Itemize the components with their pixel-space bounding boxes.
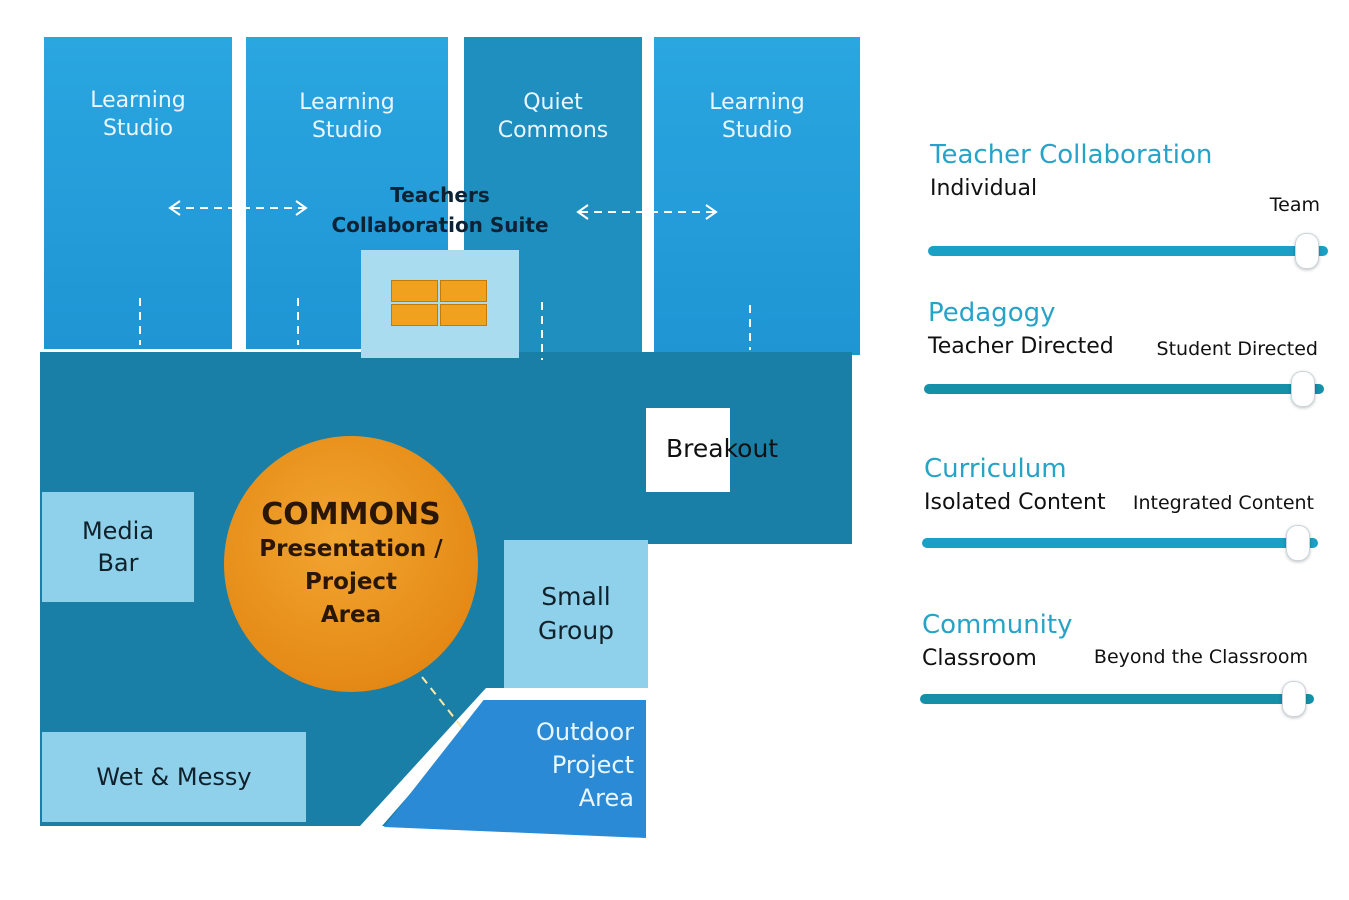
outdoor-label: Outdoor Project Area <box>536 718 634 812</box>
legend-left-label: Individual <box>930 176 1038 201</box>
legend-slider-track <box>924 384 1324 394</box>
legend-slider-knob <box>1282 681 1306 717</box>
legend-title: Pedagogy <box>928 298 1056 328</box>
learning-studio-4-label: Learning Studio <box>709 90 805 143</box>
legend-pedagogy: Pedagogy Teacher Directed Student Direct… <box>900 298 1340 428</box>
legend-left-label: Teacher Directed <box>928 334 1114 359</box>
commons-presentation-area: COMMONS Presentation / Project Area <box>224 436 478 692</box>
learning-studio-2-label: Learning Studio <box>299 90 395 143</box>
commons-title: COMMONS <box>261 496 441 532</box>
legend-title: Curriculum <box>924 454 1067 484</box>
legend-community: Community Classroom Beyond the Classroom <box>900 610 1340 740</box>
legend-right-label: Student Directed <box>1156 338 1318 360</box>
legend-slider-knob <box>1295 233 1319 269</box>
learning-studio-1-label: Learning Studio <box>90 88 186 141</box>
legend-slider-knob <box>1291 371 1315 407</box>
floor-plan-lines <box>391 204 589 763</box>
legend-right-label: Integrated Content <box>1132 492 1314 514</box>
media-bar: Media Bar <box>42 492 194 602</box>
quiet-commons-label: Quiet Commons <box>497 90 609 143</box>
teachers-collaboration-suite-label: Teachers Collaboration Suite <box>331 183 549 237</box>
legend-panel: Teacher Collaboration Individual Team Pe… <box>900 120 1340 740</box>
small-group: Small Group <box>504 540 648 688</box>
legend-teacher-collaboration: Teacher Collaboration Individual Team <box>900 140 1340 270</box>
legend-left-label: Classroom <box>922 646 1037 671</box>
legend-slider-track <box>922 538 1318 548</box>
legend-title: Teacher Collaboration <box>930 140 1213 170</box>
legend-left-label: Isolated Content <box>924 490 1106 515</box>
legend-curriculum: Curriculum Isolated Content Integrated C… <box>900 454 1340 584</box>
breakout-label: Breakout <box>666 434 779 463</box>
learning-studio-4: Learning Studio <box>654 37 860 355</box>
wet-and-messy: Wet & Messy <box>42 732 306 822</box>
table-icon <box>391 280 487 328</box>
legend-slider-track <box>928 246 1328 256</box>
learning-studio-1: Learning Studio <box>44 37 232 349</box>
teachers-collaboration-suite <box>361 250 519 358</box>
floor-plan: Learning Studio Learning Studio Quiet Co… <box>40 37 860 838</box>
legend-slider-track <box>920 694 1314 704</box>
breakout-room: Breakout <box>646 408 778 492</box>
legend-right-label: Beyond the Classroom <box>1093 646 1308 668</box>
legend-right-label: Team <box>1269 194 1320 216</box>
legend-slider-knob <box>1286 525 1310 561</box>
legend-title: Community <box>922 610 1073 640</box>
